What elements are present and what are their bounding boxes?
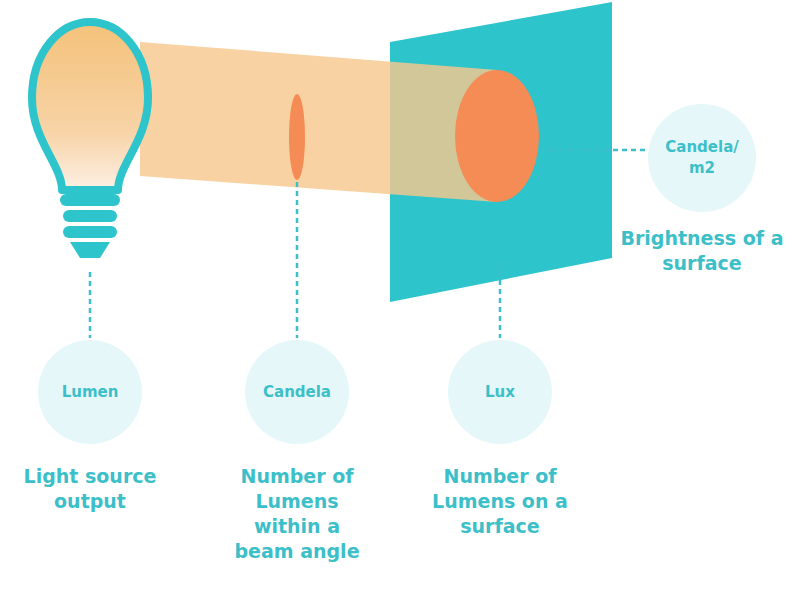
- lit-area: [455, 70, 539, 202]
- unit-name: Candela/ m2: [652, 137, 752, 179]
- unit-circle: CandelaNumber of Lumens within a beam an…: [245, 340, 349, 444]
- unit-description: Number of Lumens within a beam angle: [232, 464, 362, 564]
- unit-name: Lumen: [52, 382, 129, 403]
- unit-name: Candela: [253, 382, 341, 403]
- unit-name: Lux: [475, 382, 525, 403]
- unit-description: Light source output: [15, 464, 165, 514]
- leader-lines: [90, 150, 648, 338]
- light-bulb: [32, 22, 148, 258]
- unit-circle: LuxNumber of Lumens on a surface: [448, 340, 552, 444]
- unit-circle: LumenLight source output: [38, 340, 142, 444]
- unit-description: Number of Lumens on a surface: [425, 464, 575, 539]
- light-beam: [140, 42, 497, 202]
- unit-circle: Candela/ m2Brightness of a surface: [648, 104, 756, 212]
- beam-section: [289, 94, 305, 180]
- unit-description: Brightness of a surface: [617, 226, 787, 276]
